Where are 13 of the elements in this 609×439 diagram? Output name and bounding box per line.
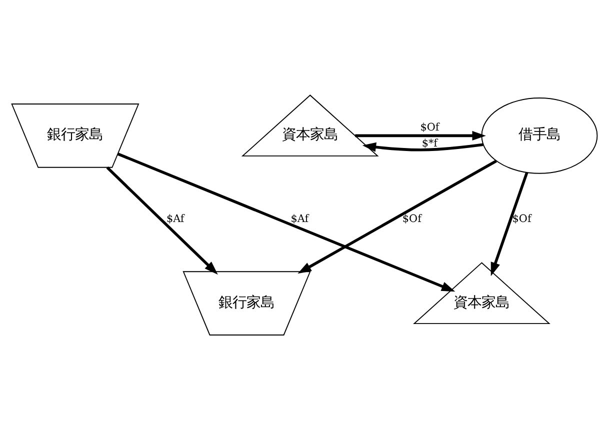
edge-label: $*f — [422, 137, 438, 150]
arrow — [117, 152, 456, 292]
edge-label: $Af — [290, 213, 309, 226]
edge-label: $Of — [420, 121, 440, 134]
arrow — [490, 172, 528, 276]
arrow — [362, 142, 484, 152]
edge-label: $Of — [512, 213, 532, 226]
edge-label: $Of — [402, 213, 422, 226]
node-ellipse: 借手島 — [481, 98, 598, 174]
arrow — [355, 130, 486, 140]
arrow — [298, 160, 497, 274]
arrow — [106, 166, 218, 275]
edge-label: $Af — [166, 213, 184, 226]
